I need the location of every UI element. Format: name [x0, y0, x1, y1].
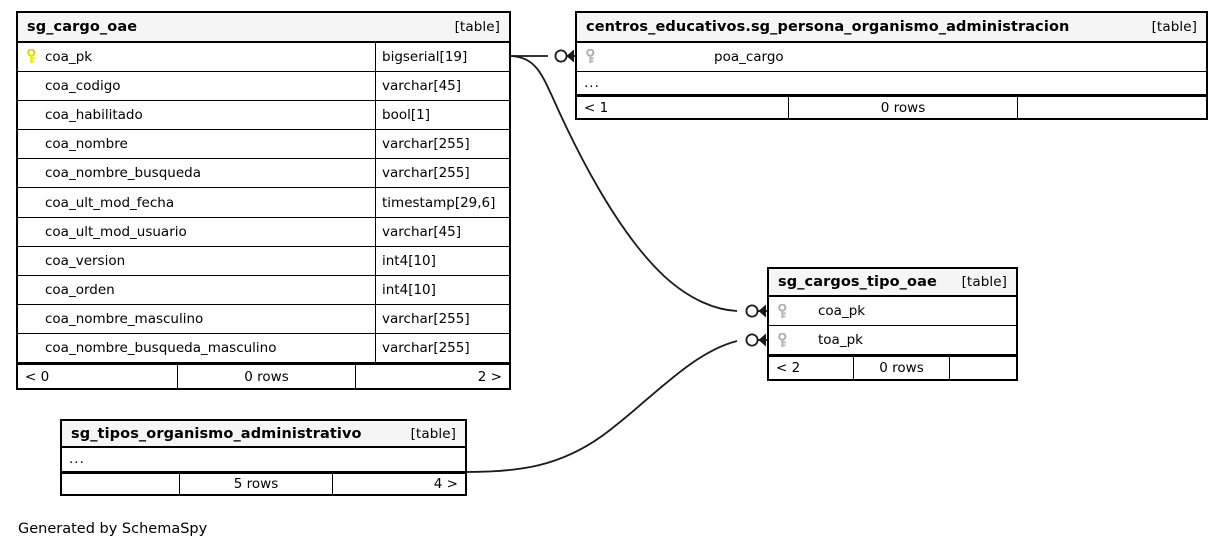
column-type-cell: varchar[45] — [375, 217, 509, 246]
footer-child-count[interactable] — [1017, 97, 1206, 118]
table-row[interactable]: coa_ult_mod_usuario varchar[45] — [18, 217, 509, 247]
column-name-cell: coa_nombre_masculino — [45, 310, 204, 327]
table-title: centros_educativos.sg_persona_organismo_… — [586, 18, 1070, 35]
table-row[interactable]: coa_orden int4[10] — [18, 275, 509, 305]
footer-parent-count[interactable]: < 0 — [25, 368, 50, 385]
column-name-cell: coa_orden — [45, 281, 115, 298]
column-name-cell: coa_ult_mod_usuario — [45, 223, 187, 240]
table-title: sg_cargos_tipo_oae — [778, 274, 937, 290]
footer-parent-count[interactable]: < 2 — [776, 360, 801, 376]
column-name-cell: coa_habilitado — [45, 107, 143, 124]
foreign-key-icon — [778, 303, 792, 319]
table-header-sg-cargo-oae: sg_cargo_oae [table] — [18, 13, 509, 43]
column-name-cell: toa_pk — [769, 326, 1016, 354]
table-ellipsis-row: ... — [577, 72, 1206, 96]
foreign-key-icon — [586, 48, 600, 64]
table-row[interactable]: coa_pk — [769, 297, 1016, 326]
footer-parent-count[interactable]: < 1 — [584, 99, 609, 116]
table-sg-tipos-organismo-administrativo[interactable]: sg_tipos_organismo_administrativo [table… — [60, 419, 467, 496]
table-row[interactable]: coa_ult_mod_fecha timestamp[29,6] — [18, 188, 509, 218]
table-type-tag: [table] — [1151, 18, 1197, 35]
footer-parent-count[interactable] — [62, 474, 179, 494]
column-name-cell: coa_ult_mod_fecha — [45, 194, 175, 211]
table-type-tag: [table] — [410, 425, 456, 442]
table-header-sg-tipos-organismo-administrativo: sg_tipos_organismo_administrativo [table… — [62, 421, 465, 449]
column-name-label: coa_pk — [45, 48, 93, 65]
edge-arrow-cargos-tipo-coa-pk — [758, 304, 766, 318]
table-row[interactable]: toa_pk — [769, 326, 1016, 355]
column-type-cell: varchar[255] — [375, 304, 509, 334]
column-name-cell: coa_version — [45, 252, 126, 269]
table-header-persona-organismo: centros_educativos.sg_persona_organismo_… — [577, 13, 1206, 43]
column-type-cell: varchar[45] — [375, 72, 509, 101]
footer-child-count[interactable]: 2 > — [355, 365, 509, 389]
table-type-tag: [table] — [961, 274, 1007, 290]
column-name-label: coa_pk — [818, 303, 866, 319]
table-row[interactable]: coa_habilitado bool[1] — [18, 101, 509, 131]
table-header-sg-cargos-tipo-oae: sg_cargos_tipo_oae [table] — [769, 269, 1016, 297]
column-name-label: poa_cargo — [714, 48, 784, 65]
edge-arrow-toa-pk — [758, 333, 766, 347]
table-title: sg_tipos_organismo_administrativo — [71, 425, 362, 442]
column-name-cell: coa_nombre — [45, 136, 128, 153]
column-type-cell: varchar[255] — [375, 130, 509, 159]
column-type-cell: varchar[255] — [375, 159, 509, 188]
table-sg-cargos-tipo-oae[interactable]: sg_cargos_tipo_oae [table] coa_pk — [767, 267, 1018, 381]
column-name-cell: poa_cargo — [577, 43, 1206, 71]
table-type-tag: [table] — [454, 18, 500, 35]
table-row[interactable]: poa_cargo — [577, 43, 1206, 72]
table-row[interactable]: coa_pk bigserial[19] — [18, 42, 509, 73]
edge-endpoint-circle-cargos-tipo-coa-pk — [745, 304, 759, 318]
generated-by-caption: Generated by SchemaSpy — [18, 521, 208, 537]
footer-child-count[interactable]: 4 > — [332, 473, 465, 494]
column-type-cell: int4[10] — [375, 275, 509, 304]
edge-endpoint-circle-toa-pk — [745, 333, 759, 347]
footer-row-count: 0 rows — [788, 97, 1017, 118]
table-footer-persona-organismo: < 1 0 rows — [577, 95, 1206, 118]
primary-key-icon — [27, 48, 41, 64]
table-centros-educativos-sg-persona-organismo-administracion[interactable]: centros_educativos.sg_persona_organismo_… — [575, 11, 1208, 120]
table-row[interactable]: coa_nombre_busqueda varchar[255] — [18, 159, 509, 189]
table-sg-cargo-oae[interactable]: sg_cargo_oae [table] coa_pk bigserial[19… — [16, 11, 511, 390]
footer-row-count: 0 rows — [853, 357, 949, 379]
column-type-cell: timestamp[29,6] — [375, 188, 509, 217]
table-ellipsis-row: ... — [62, 448, 465, 472]
footer-child-count[interactable] — [949, 357, 1016, 379]
column-name-cell: coa_nombre_busqueda_masculino — [45, 340, 277, 357]
table-footer-sg-cargo-oae: < 0 0 rows 2 > — [18, 363, 509, 389]
column-type-cell: bool[1] — [375, 101, 509, 130]
table-row[interactable]: coa_nombre_busqueda_masculino varchar[25… — [18, 334, 509, 364]
column-name-label: toa_pk — [818, 332, 863, 348]
column-type-cell: bigserial[19] — [375, 42, 509, 72]
table-row[interactable]: coa_version int4[10] — [18, 246, 509, 276]
column-name-cell: coa_pk — [18, 43, 375, 71]
footer-row-count: 0 rows — [177, 365, 355, 389]
column-name-cell: coa_codigo — [45, 78, 121, 95]
edge-endpoint-circle-poa-cargo — [554, 49, 568, 63]
table-footer-sg-tipos-organismo-administrativo: 5 rows 4 > — [62, 471, 465, 494]
table-row[interactable]: coa_nombre varchar[255] — [18, 130, 509, 160]
table-footer-sg-cargos-tipo-oae: < 2 0 rows — [769, 355, 1016, 379]
foreign-key-icon — [778, 332, 792, 348]
edge-arrow-poa-cargo — [566, 49, 574, 63]
table-title: sg_cargo_oae — [27, 18, 138, 35]
column-name-cell: coa_nombre_busqueda — [45, 165, 201, 182]
column-name-cell: coa_pk — [769, 297, 1016, 325]
table-row[interactable]: coa_codigo varchar[45] — [18, 72, 509, 102]
column-type-cell: varchar[255] — [375, 334, 509, 363]
footer-row-count: 5 rows — [179, 473, 332, 494]
table-row[interactable]: coa_nombre_masculino varchar[255] — [18, 304, 509, 335]
column-type-cell: int4[10] — [375, 246, 509, 275]
